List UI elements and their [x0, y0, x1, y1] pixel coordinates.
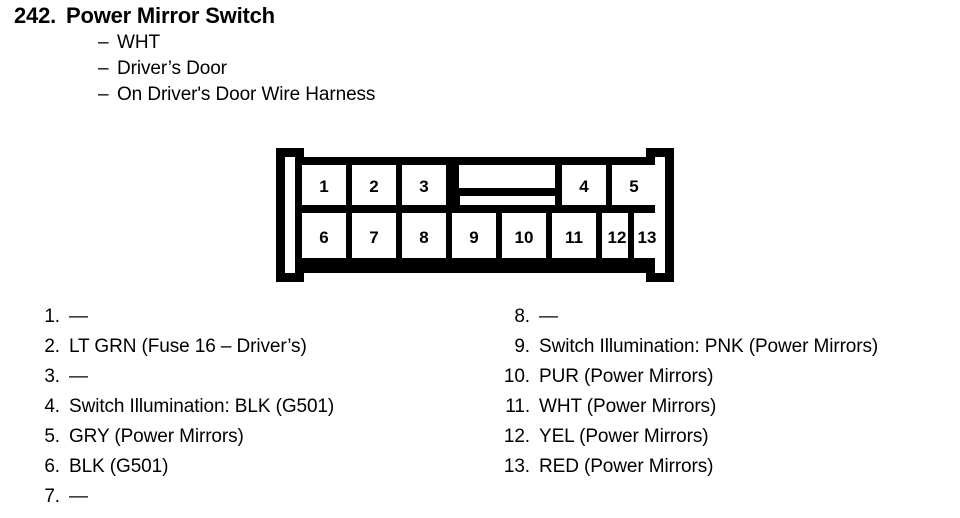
subline-text: Driver’s Door [117, 58, 227, 79]
pin-list-description: PUR (Power Mirrors) [539, 366, 714, 387]
pin-list-item: 3. — [26, 362, 486, 392]
pin-list-index: 8. [514, 306, 530, 327]
pin-list-item: 13. RED (Power Mirrors) [496, 452, 946, 482]
pin-number-3: 3 [419, 177, 428, 196]
pin-list-description: GRY (Power Mirrors) [69, 426, 244, 447]
subline-text: On Driver's Door Wire Harness [117, 84, 376, 105]
pin-list-item: 4. Switch Illumination: BLK (G501) [26, 392, 486, 422]
pin-list-index: 9. [514, 336, 530, 357]
pin-list-index: 13. [503, 456, 530, 477]
pin-list-description: WHT (Power Mirrors) [539, 396, 717, 417]
pin-list-index: 11. [505, 396, 530, 417]
pin-number-1: 1 [319, 177, 328, 196]
pin-list-description: RED (Power Mirrors) [539, 456, 714, 477]
pin-number-5: 5 [629, 177, 638, 196]
pin-number-11: 11 [565, 228, 583, 247]
pin-number-9: 9 [469, 228, 478, 247]
pin-number-13: 13 [638, 228, 657, 247]
entry-number: 242. [14, 3, 57, 28]
pin-list-item: 12. YEL (Power Mirrors) [496, 422, 946, 452]
pin-list-right: 8. — 9. Switch Illumination: PNK (Power … [496, 302, 946, 482]
pin-list-description: — [69, 306, 88, 327]
pin-cells-bottom: 6 7 8 9 10 11 12 13 [295, 205, 656, 265]
pin-number-12: 12 [608, 228, 627, 247]
pin-list-index: 10. [503, 366, 530, 387]
subline-dash-icon: – [98, 32, 109, 53]
pin-list-item: 2. LT GRN (Fuse 16 – Driver’s) [26, 332, 486, 362]
pin-list-description: LT GRN (Fuse 16 – Driver’s) [69, 336, 307, 357]
pin-list-index: 2. [44, 336, 60, 357]
pin-list-index: 3. [44, 366, 60, 387]
header-subline-2: – Driver’s Door [98, 56, 944, 82]
pin-list-description: — [69, 366, 88, 387]
pin-list-index: 12. [503, 426, 530, 447]
pin-list-item: 7. — [26, 482, 486, 512]
subline-dash-icon: – [98, 58, 109, 79]
pin-list-index: 6. [44, 456, 60, 477]
pin-list-description: Switch Illumination: PNK (Power Mirrors) [539, 336, 879, 357]
subline-dash-icon: – [98, 84, 109, 105]
pin-list-left: 1. — 2. LT GRN (Fuse 16 – Driver’s) 3. —… [26, 302, 486, 512]
pin-list-item: 8. — [496, 302, 946, 332]
pin-number-2: 2 [369, 177, 378, 196]
connector-outline-svg: 1 2 3 4 5 [276, 148, 674, 282]
page-title-row: 242. Power Mirror Switch [14, 2, 944, 30]
header-subline-3: – On Driver's Door Wire Harness [98, 82, 944, 108]
pin-list-index: 5. [44, 426, 60, 447]
pin-list-item: 11. WHT (Power Mirrors) [496, 392, 946, 422]
pin-list-index: 7. [44, 486, 60, 507]
header-block: 242. Power Mirror Switch – WHT – Driver’… [14, 2, 944, 108]
pin-list-description: BLK (G501) [69, 456, 169, 477]
pin-list-item: 1. — [26, 302, 486, 332]
page-title: Power Mirror Switch [66, 3, 275, 28]
pin-number-7: 7 [369, 228, 378, 247]
pin-list-description: — [539, 306, 558, 327]
pin-list-description: — [69, 486, 88, 507]
pin-list-item: 9. Switch Illumination: PNK (Power Mirro… [496, 332, 946, 362]
pin-number-10: 10 [515, 228, 534, 247]
pin-number-4: 4 [579, 177, 589, 196]
pin-list-index: 1. [44, 306, 60, 327]
pin-list-description: YEL (Power Mirrors) [539, 426, 709, 447]
pin-list-description: Switch Illumination: BLK (G501) [69, 396, 335, 417]
pin-list-index: 4. [44, 396, 60, 417]
pin-list-item: 6. BLK (G501) [26, 452, 486, 482]
header-subline-1: – WHT [98, 30, 944, 56]
connector-diagram: 1 2 3 4 5 [276, 148, 674, 282]
pin-list-item: 10. PUR (Power Mirrors) [496, 362, 946, 392]
pin-number-8: 8 [419, 228, 428, 247]
subline-text: WHT [117, 32, 160, 53]
pin-list-item: 5. GRY (Power Mirrors) [26, 422, 486, 452]
pin-number-6: 6 [319, 228, 328, 247]
